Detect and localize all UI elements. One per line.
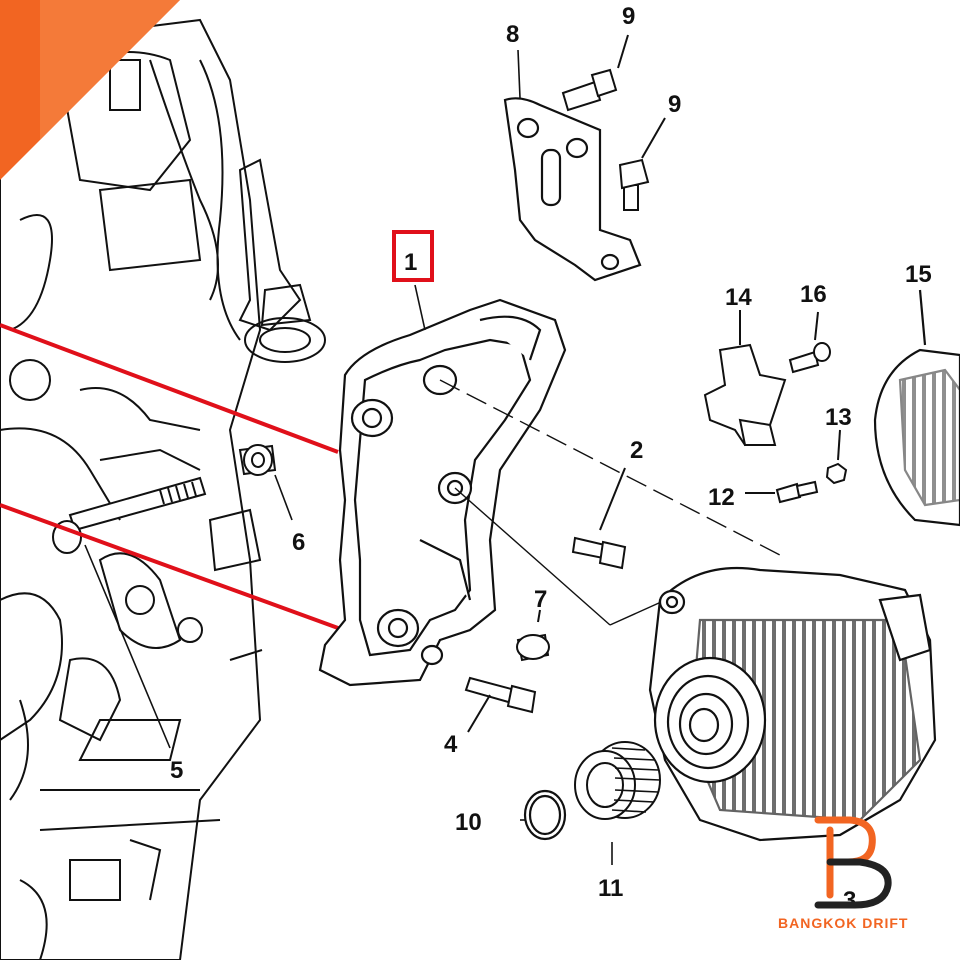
callout-5: 5 [170,757,183,784]
callout-1: 1 [404,249,417,276]
screw-12 [745,480,819,504]
clip-14 [703,310,787,447]
bolt-9-upper [561,34,629,112]
bolt-9-lower [618,117,666,211]
cover-15 [873,289,960,527]
callout-6: 6 [292,529,305,556]
part-1-highlight-box [392,230,434,282]
spacer-6 [238,444,277,476]
callout-13: 13 [825,404,852,431]
callout-12: 12 [708,484,735,511]
retaining-ring-10 [523,789,567,841]
callout-2: 2 [630,437,643,464]
engine-block [0,18,326,960]
bolt-2 [571,467,627,570]
alternator-3 [648,566,937,842]
callout-10: 10 [455,809,482,836]
bd-logo-icon [814,816,892,909]
highlight-leader-lines [0,323,339,630]
callout-labels: 1 2 3 4 5 6 7 8 9 9 10 11 12 13 14 15 16 [170,3,932,914]
callout-4: 4 [444,731,458,758]
pulley-11 [574,741,661,820]
callout-9-lower: 9 [668,91,681,118]
watermark-text: BANGKOK DRIFT [778,915,908,931]
bushing-7 [516,609,550,662]
callout-3: 3 [843,887,856,914]
callout-11: 11 [598,875,623,902]
callout-16: 16 [800,281,827,308]
alternator-bracket-1 [318,298,567,687]
bolt-16 [788,311,831,374]
bolt-4 [464,676,537,733]
stud-bolt-5 [52,476,207,554]
callout-14: 14 [725,284,752,311]
callout-8: 8 [506,21,519,48]
callout-7: 7 [534,586,547,613]
callout-9-upper: 9 [622,3,635,30]
nut-13 [825,429,848,485]
mounting-bracket-8 [503,97,642,282]
callout-leaders [84,49,613,865]
callout-15: 15 [905,261,932,288]
